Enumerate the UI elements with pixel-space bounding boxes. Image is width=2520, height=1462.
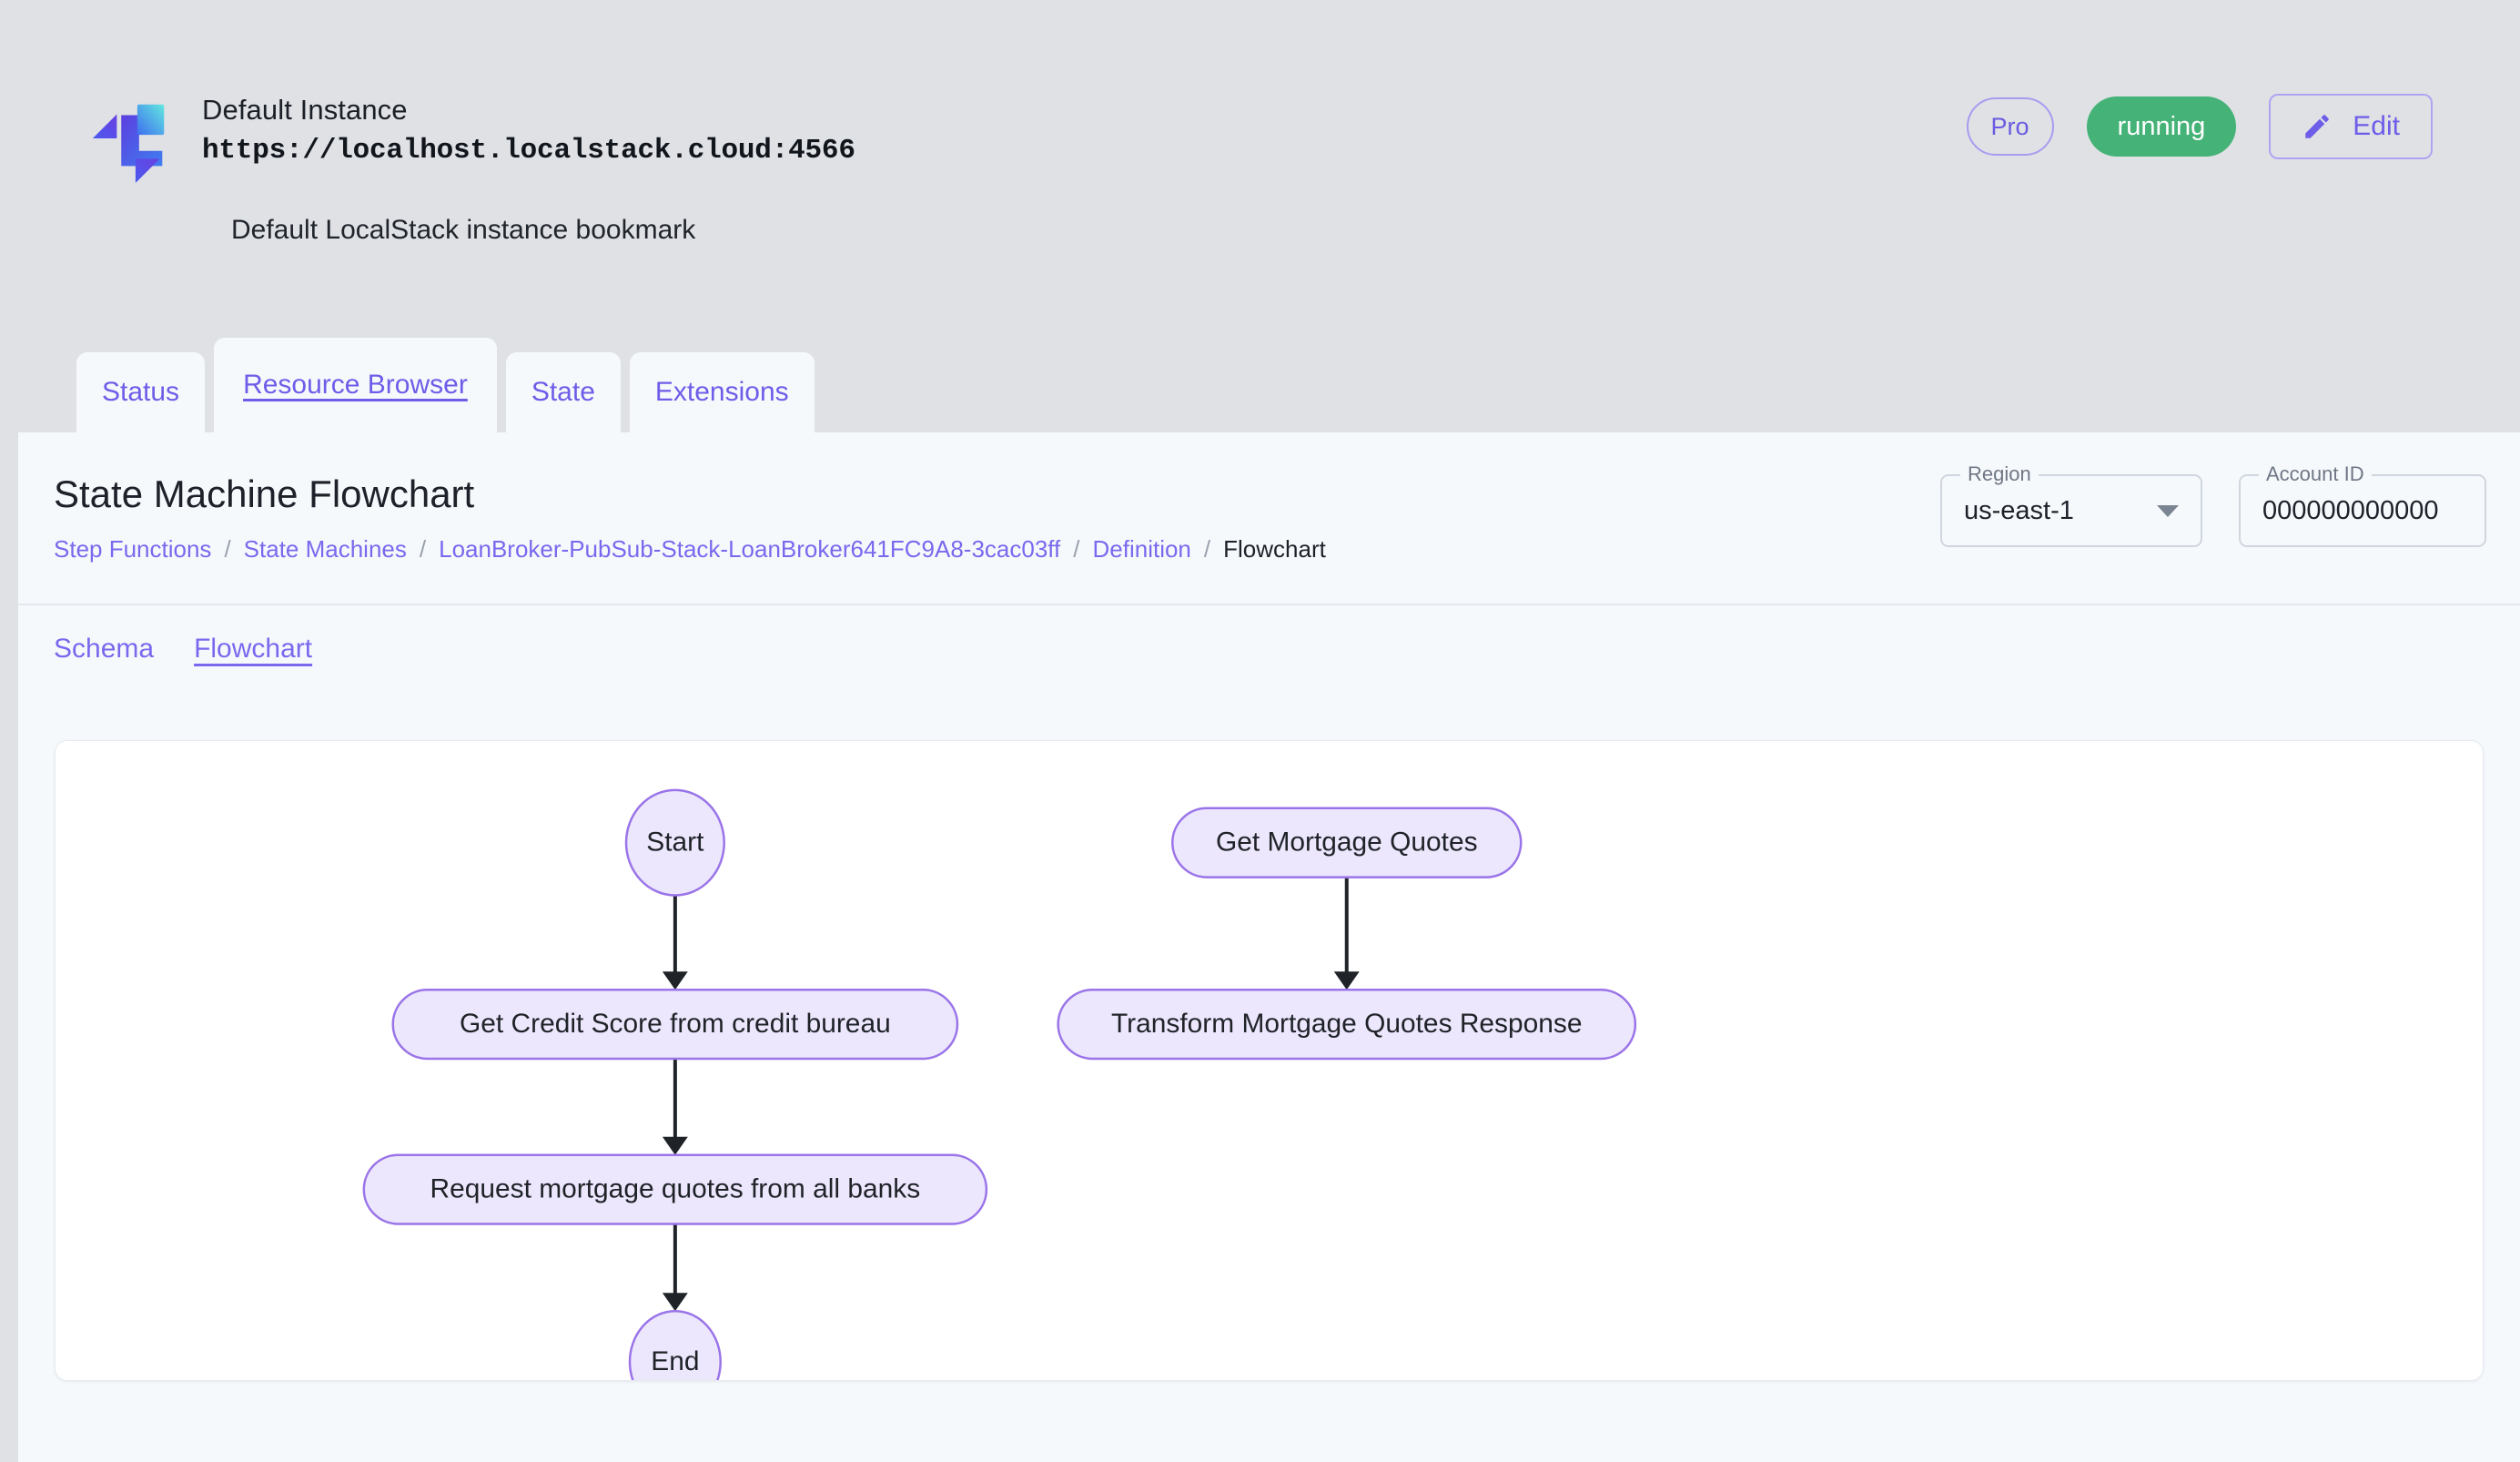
flowchart-edge (662, 1059, 688, 1155)
flowchart-edge (662, 895, 688, 990)
region-field-label: Region (1960, 462, 2039, 486)
breadcrumb-item-definition[interactable]: Definition (1092, 535, 1191, 563)
sub-tab-flowchart[interactable]: Flowchart (194, 634, 313, 664)
app-header: Default Instance https://localhost.local… (0, 0, 2520, 432)
edit-button[interactable]: Edit (2269, 94, 2433, 159)
account-id-field: Account ID 000000000000 (2239, 462, 2486, 547)
breadcrumb-separator: / (1203, 535, 1211, 563)
main-tab-bar: Status Resource Browser State Extensions (76, 338, 815, 432)
flowchart-node-label: Transform Mortgage Quotes Response (1111, 1009, 1583, 1039)
flowchart-node-start[interactable]: Start (624, 788, 725, 897)
instance-block: Default Instance https://localhost.local… (87, 87, 855, 184)
tab-extensions[interactable]: Extensions (629, 352, 815, 432)
localstack-logo-icon (87, 95, 177, 184)
flowchart-node-transform[interactable]: Transform Mortgage Quotes Response (1057, 988, 1637, 1061)
flowchart-edge (1333, 877, 1360, 990)
status-badge[interactable]: running (2086, 96, 2237, 157)
page-header: State Machine Flowchart Step Functions /… (18, 432, 2520, 604)
flowchart-node-quotes[interactable]: Get Mortgage Quotes (1171, 807, 1523, 878)
flowchart-node-label: Get Credit Score from credit bureau (460, 1009, 891, 1039)
breadcrumb: Step Functions / State Machines / LoanBr… (54, 535, 1326, 563)
flowchart-node-label: Start (646, 827, 704, 858)
header-divider (18, 604, 2520, 605)
pro-badge-label: Pro (1990, 112, 2029, 140)
breadcrumb-item-state-machine-name[interactable]: LoanBroker-PubSub-Stack-LoanBroker641FC9… (439, 535, 1061, 563)
instance-name: Default Instance (202, 94, 408, 126)
tab-state-label: State (531, 377, 595, 407)
account-id-field-label: Account ID (2259, 462, 2372, 486)
region-select-value: us-east-1 (1964, 495, 2074, 525)
breadcrumb-item-flowchart: Flowchart (1223, 535, 1326, 563)
flowchart-edge (662, 1223, 688, 1312)
header-actions: Pro running Edit (1966, 94, 2433, 159)
sub-tab-schema[interactable]: Schema (54, 634, 155, 664)
tab-status[interactable]: Status (76, 352, 206, 432)
flowchart-node-credit[interactable]: Get Credit Score from credit bureau (391, 988, 959, 1061)
flowchart-node-end[interactable]: End (628, 1309, 722, 1380)
page-title: State Machine Flowchart (54, 472, 475, 515)
breadcrumb-separator: / (1073, 535, 1080, 563)
sub-tab-bar: Schema Flowchart (18, 605, 2520, 693)
breadcrumb-item-state-machines[interactable]: State Machines (243, 535, 407, 563)
region-select[interactable]: us-east-1 (1940, 474, 2202, 547)
account-id-value: 000000000000 (2262, 495, 2439, 525)
flowchart-node-label: Request mortgage quotes from all banks (430, 1174, 921, 1204)
breadcrumb-separator: / (224, 535, 231, 563)
region-field: Region us-east-1 (1940, 462, 2202, 547)
instance-description: Default LocalStack instance bookmark (231, 215, 696, 245)
breadcrumb-separator: / (419, 535, 427, 563)
tab-status-label: Status (102, 377, 180, 407)
flowchart-node-request[interactable]: Request mortgage quotes from all banks (362, 1153, 988, 1225)
chevron-down-icon[interactable] (2157, 504, 2179, 517)
edit-button-label: Edit (2353, 111, 2400, 141)
pro-badge[interactable]: Pro (1966, 97, 2054, 156)
flowchart-edges (662, 877, 1360, 1312)
tab-extensions-label: Extensions (654, 377, 789, 407)
flowchart-node-label: End (651, 1346, 699, 1376)
tab-state[interactable]: State (505, 352, 621, 432)
status-badge-label: running (2117, 111, 2206, 141)
tab-resource-browser-label: Resource Browser (243, 370, 468, 400)
context-fields: Region us-east-1 Account ID 000000000000 (1940, 462, 2486, 547)
flowchart-node-label: Get Mortgage Quotes (1216, 827, 1478, 858)
instance-url: https://localhost.localstack.cloud:4566 (202, 134, 855, 167)
breadcrumb-item-step-functions[interactable]: Step Functions (54, 535, 212, 563)
pencil-icon (2302, 111, 2333, 142)
content-panel: State Machine Flowchart Step Functions /… (18, 432, 2520, 1462)
tab-resource-browser[interactable]: Resource Browser (214, 338, 497, 432)
